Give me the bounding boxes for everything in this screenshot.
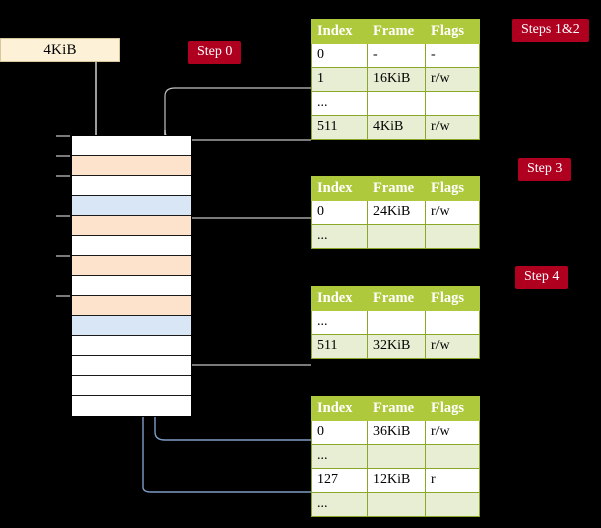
column-header-index: Index: [311, 286, 368, 311]
memory-frame-row: [72, 356, 191, 376]
memory-frame-row: [72, 256, 191, 276]
memory-frame-row: [72, 196, 191, 216]
table-cell: 4KiB: [367, 115, 426, 140]
table-cell: 0: [311, 43, 368, 68]
memory-frame-row: [72, 276, 191, 296]
table-cell: [367, 91, 426, 116]
table-cell: [367, 310, 426, 335]
column-header-index: Index: [311, 176, 368, 201]
badge-step-3: Step 3: [518, 158, 572, 181]
table-cell: [425, 310, 480, 335]
memory-frame-row: [72, 396, 191, 416]
column-header-flags: Flags: [425, 286, 480, 311]
table-cell: ...: [311, 224, 368, 249]
table-row: ...: [311, 310, 480, 335]
badge-step-0: Step 0: [188, 41, 242, 64]
table-cell: 0: [311, 200, 368, 225]
memory-frame-row: [72, 316, 191, 336]
memory-frame-row: [72, 296, 191, 316]
table-cell: [425, 224, 480, 249]
table-cell: -: [367, 43, 426, 68]
table-row: ...: [311, 224, 480, 249]
table-cell: -: [425, 43, 480, 68]
memory-frame-row: [72, 156, 191, 176]
column-header-frame: Frame: [367, 286, 426, 311]
table-row: ...: [311, 91, 480, 116]
table-cell: 12KiB: [367, 468, 426, 493]
table-cell: 36KiB: [367, 420, 426, 445]
wire-blue-to-row127: [142, 415, 311, 493]
table-cell: 24KiB: [367, 200, 426, 225]
memory-frame-row: [72, 336, 191, 356]
column-header-index: Index: [311, 19, 368, 44]
memory-scale-tick: [56, 255, 70, 257]
memory-scale-tick: [56, 155, 70, 157]
table-cell: ...: [311, 444, 368, 469]
column-header-flags: Flags: [425, 396, 480, 421]
memory-frame-row: [72, 136, 191, 156]
table-cell: r/w: [425, 334, 480, 359]
column-header-flags: Flags: [425, 176, 480, 201]
column-header-index: Index: [311, 396, 368, 421]
table-cell: [367, 224, 426, 249]
table-cell: [425, 492, 480, 517]
table-cell: [425, 444, 480, 469]
memory-scale-tick: [56, 295, 70, 297]
column-header-flags: Flags: [425, 19, 480, 44]
table-cell: 1: [311, 67, 368, 92]
table-cell: ...: [311, 492, 368, 517]
column-header-frame: Frame: [367, 396, 426, 421]
badge-step-4: Step 4: [515, 266, 569, 289]
wire-step12-loop: [164, 87, 311, 141]
wire-step4-loop: [179, 320, 311, 366]
table-cell: 511: [311, 334, 368, 359]
column-header-frame: Frame: [367, 176, 426, 201]
table-cell: r/w: [425, 420, 480, 445]
table-cell: [425, 91, 480, 116]
wire-blue-to-row0: [154, 415, 311, 441]
table-cell: [367, 492, 426, 517]
table-cell: r: [425, 468, 480, 493]
table-cell: ...: [311, 310, 368, 335]
memory-frame-row: [72, 216, 191, 236]
source-page-box: 4KiB: [0, 38, 120, 62]
table-cell: 32KiB: [367, 334, 426, 359]
table-cell: r/w: [425, 200, 480, 225]
table-row: 0--: [311, 43, 480, 68]
memory-scale-tick: [56, 215, 70, 217]
table-cell: 511: [311, 115, 368, 140]
table-cell: ...: [311, 91, 368, 116]
physical-memory-column: [71, 135, 192, 417]
memory-scale-tick: [56, 175, 70, 177]
memory-frame-row: [72, 236, 191, 256]
table-row: ...: [311, 444, 480, 469]
memory-scale-tick: [56, 135, 70, 137]
memory-frame-row: [72, 176, 191, 196]
memory-frame-row: [72, 376, 191, 396]
table-cell: r/w: [425, 115, 480, 140]
badge-steps-1-2: Steps 1&2: [512, 19, 589, 42]
table-cell: 127: [311, 468, 368, 493]
table-row: ...: [311, 492, 480, 517]
table-cell: 0: [311, 420, 368, 445]
table-cell: r/w: [425, 67, 480, 92]
column-header-frame: Frame: [367, 19, 426, 44]
table-cell: 16KiB: [367, 67, 426, 92]
table-cell: [367, 444, 426, 469]
